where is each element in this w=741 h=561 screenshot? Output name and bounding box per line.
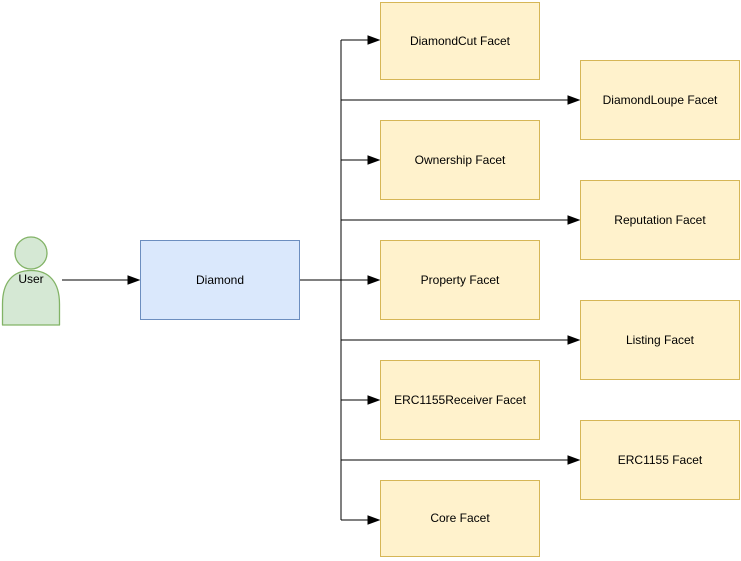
node-property-facet: Property Facet — [380, 240, 540, 320]
node-diamondloupe-facet: DiamondLoupe Facet — [580, 60, 740, 140]
node-reputation-facet: Reputation Facet — [580, 180, 740, 260]
user-actor-body — [1, 269, 61, 326]
user-actor-head — [14, 236, 48, 270]
node-erc1155-facet: ERC1155 Facet — [580, 420, 740, 500]
node-diamondloupe-facet-label: DiamondLoupe Facet — [602, 92, 718, 107]
node-listing-facet: Listing Facet — [580, 300, 740, 380]
node-core-facet-label: Core Facet — [430, 511, 490, 526]
node-property-facet-label: Property Facet — [420, 272, 500, 287]
node-erc1155receiver-facet-label: ERC1155Receiver Facet — [394, 392, 526, 407]
node-diamondcut-facet-label: DiamondCut Facet — [409, 33, 511, 48]
user-actor-icon — [1, 236, 61, 326]
node-diamondcut-facet: DiamondCut Facet — [380, 2, 540, 80]
node-listing-facet-label: Listing Facet — [625, 332, 695, 347]
node-diamond: Diamond — [140, 240, 300, 320]
node-ownership-facet-label: Ownership Facet — [414, 152, 506, 167]
node-erc1155receiver-facet: ERC1155Receiver Facet — [380, 360, 540, 440]
node-ownership-facet: Ownership Facet — [380, 120, 540, 200]
node-erc1155-facet-label: ERC1155 Facet — [617, 452, 703, 467]
node-diamond-label: Diamond — [195, 272, 245, 287]
node-reputation-facet-label: Reputation Facet — [614, 212, 706, 227]
node-user-label: User — [18, 272, 44, 286]
node-core-facet: Core Facet — [380, 480, 540, 557]
